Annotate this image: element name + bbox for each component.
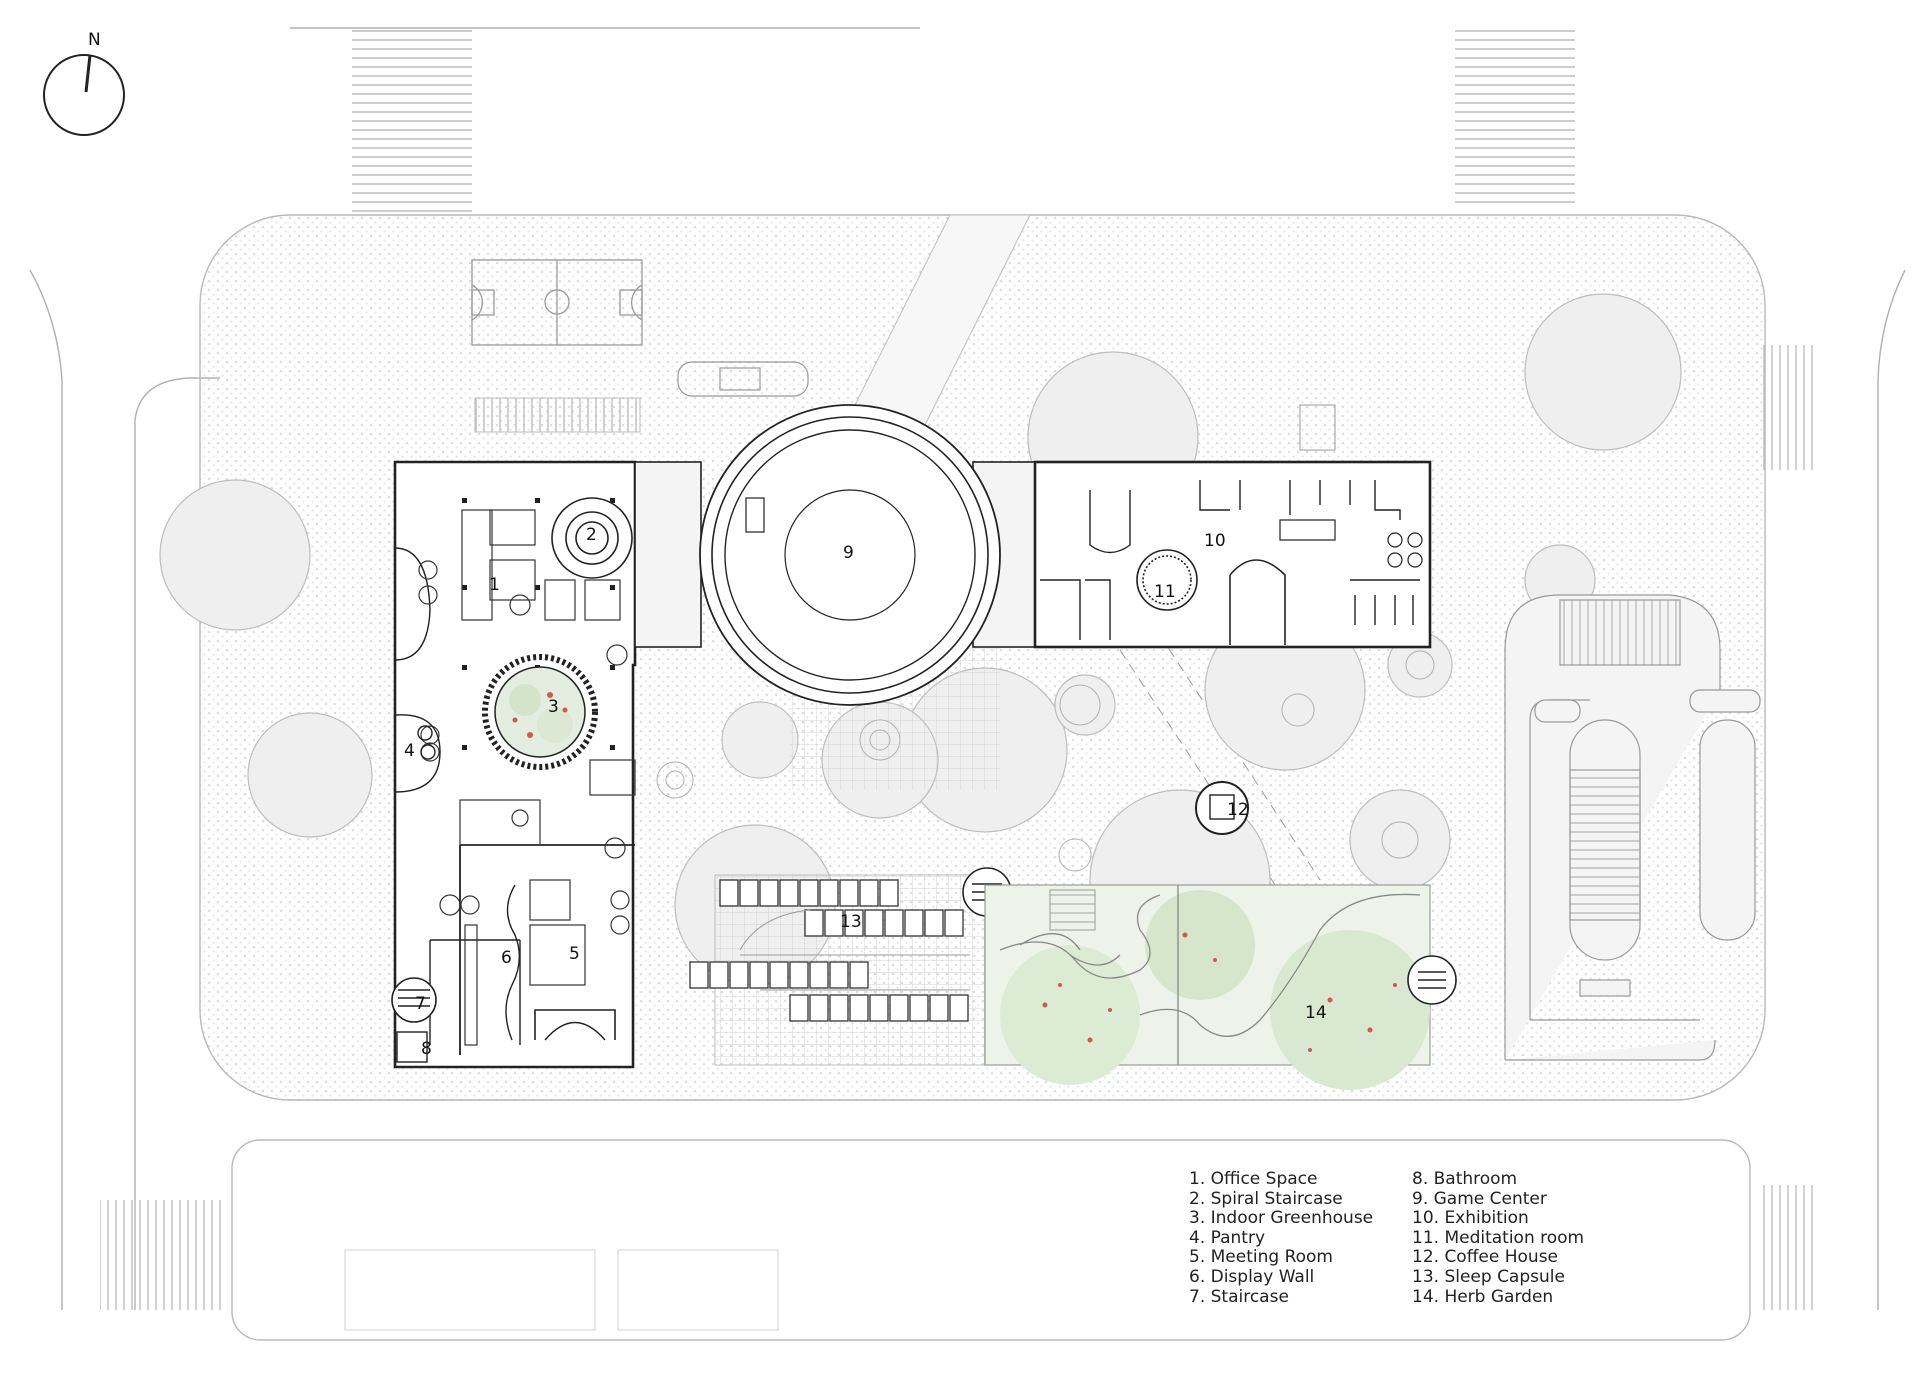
- legend-item: 6. Display Wall: [1189, 1266, 1315, 1287]
- connector-west: [634, 461, 702, 648]
- sleep-capsules: [689, 879, 969, 1022]
- legend-item: 14. Herb Garden: [1412, 1286, 1554, 1307]
- plan-label-bathroom: 8: [421, 1039, 432, 1059]
- staircase-7: [391, 977, 437, 1023]
- legend-item: 7. Staircase: [1189, 1286, 1289, 1307]
- legend-item: 2. Spiral Staircase: [1189, 1188, 1343, 1209]
- plan-label-meditation-room: 11: [1154, 582, 1176, 602]
- legend-item: 8. Bathroom: [1412, 1169, 1518, 1189]
- legend-column-1: 1. Office Space 2. Spiral Staircase 3. I…: [1189, 1169, 1374, 1307]
- indoor-greenhouse-3: [482, 654, 598, 770]
- plan-label-exhibition: 10: [1204, 531, 1226, 551]
- office-furniture: [418, 509, 636, 1046]
- legend-item: 3. Indoor Greenhouse: [1189, 1208, 1374, 1229]
- plan-label-staircase: 7: [415, 994, 426, 1014]
- crosswalk-east-bottom: [1762, 1185, 1817, 1310]
- plan-label-display-wall: 6: [501, 948, 512, 968]
- plan-label-coffee-house: 12: [1227, 800, 1249, 820]
- parking-vehicle: [677, 361, 809, 397]
- legend-item: 4. Pantry: [1189, 1227, 1266, 1248]
- legend-item: 5. Meeting Room: [1189, 1247, 1333, 1268]
- parking-east: [1504, 594, 1761, 1061]
- legend-column-2: 8. Bathroom 9. Game Center 10. Exhibitio…: [1412, 1169, 1585, 1307]
- bathroom-8: [396, 1031, 428, 1063]
- legend-item: 13. Sleep Capsule: [1412, 1266, 1565, 1287]
- plan-label-greenhouse: 3: [548, 697, 559, 717]
- basketball-court: [471, 259, 643, 346]
- plan-label-meeting-room: 5: [569, 944, 580, 964]
- crosswalk-east-top: [1762, 345, 1817, 470]
- plan-label-spiral-staircase: 2: [586, 525, 597, 545]
- legend-item: 1. Office Space: [1189, 1169, 1318, 1189]
- legend-item: 12. Coffee House: [1412, 1247, 1559, 1268]
- staircase-east-garden: [1407, 955, 1457, 1005]
- game-center-9: [699, 404, 1001, 706]
- herb-garden-paths: [999, 885, 1421, 1065]
- north-arrow-icon: [43, 54, 125, 136]
- plan-label-office: 1: [489, 575, 500, 595]
- crosswalk-north-right: [1455, 28, 1575, 208]
- south-block: [231, 1139, 1751, 1341]
- plan-label-herb-garden: 14: [1305, 1003, 1327, 1023]
- herb-garden-steps: [1049, 889, 1096, 931]
- legend-item: 11. Meditation room: [1412, 1227, 1585, 1248]
- legend-item: 9. Game Center: [1412, 1188, 1547, 1209]
- coffee-house-12: [1195, 781, 1249, 835]
- pantry-4: [394, 714, 441, 793]
- meditation-room-11: [1136, 549, 1198, 611]
- plan-label-game-center: 9: [843, 543, 854, 563]
- plan-label-sleep-capsule: 13: [840, 912, 862, 932]
- capsule-tracks: [739, 909, 970, 991]
- legend-item: 10. Exhibition: [1412, 1208, 1529, 1229]
- herb-garden-planting: [1000, 890, 1430, 1090]
- exhibition-building: [1033, 460, 1432, 649]
- north-label: N: [88, 30, 101, 50]
- road-lines: [29, 27, 1906, 1310]
- spiral-staircase-2: [551, 497, 633, 579]
- plan-label-pantry: 4: [404, 741, 415, 761]
- crosswalk-north-left: [352, 30, 472, 215]
- crosswalk-south-left: [100, 1200, 225, 1310]
